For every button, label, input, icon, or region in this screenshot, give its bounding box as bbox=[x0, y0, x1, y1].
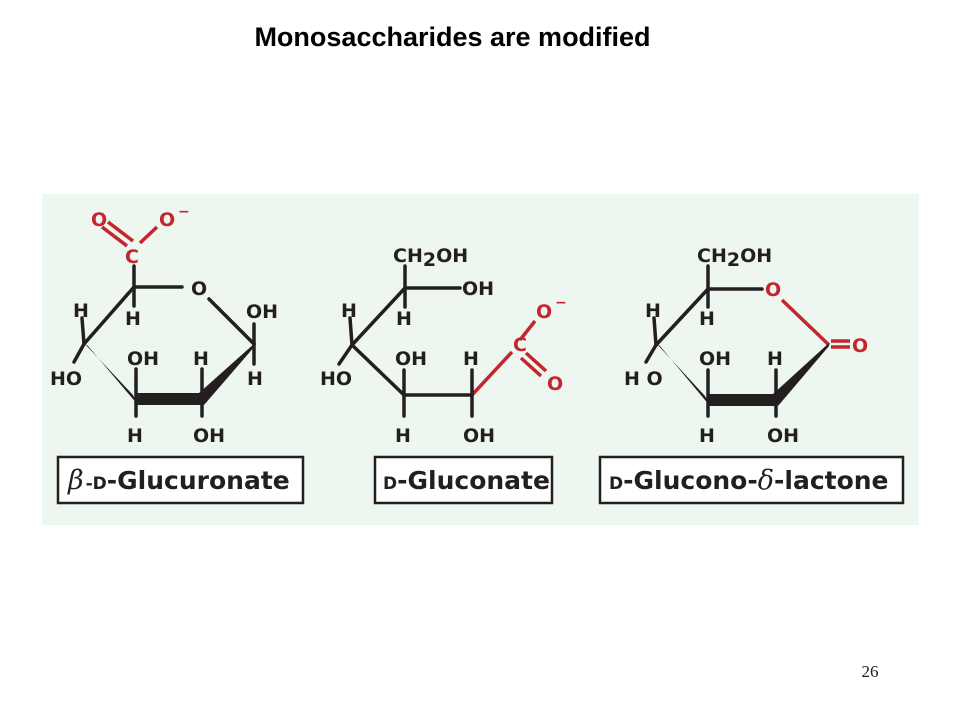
carboxyl-oxygen: O bbox=[547, 373, 563, 395]
c5-hydrogen: H bbox=[125, 308, 141, 330]
negative-charge: − bbox=[178, 204, 190, 220]
carbonyl-oxygen: O bbox=[852, 335, 868, 357]
carboxyl-oxygen: O bbox=[91, 209, 107, 231]
c4-hydrogen: H bbox=[645, 300, 661, 322]
c2-hydrogen: H bbox=[767, 348, 783, 370]
ring-oxygen: O bbox=[191, 278, 207, 300]
slide-title: Monosaccharides are modified bbox=[254, 22, 651, 52]
c4-hydroxyl: H O bbox=[624, 368, 663, 390]
c2-hydrogen: H bbox=[193, 348, 209, 370]
c5-hydrogen: H bbox=[699, 308, 715, 330]
ch2oh-group: CH2OH bbox=[393, 245, 468, 271]
carboxylate-oxygen: O bbox=[159, 209, 175, 231]
c2-hydroxyl: OH bbox=[193, 425, 225, 447]
c4-hydrogen: H bbox=[341, 300, 357, 322]
c1-hydroxyl: OH bbox=[246, 301, 278, 323]
carboxyl-carbon: C bbox=[513, 334, 527, 356]
ring-oxygen: O bbox=[765, 279, 781, 301]
figure-panel: O O − C O H H HO OH H H OH OH H bbox=[42, 194, 919, 525]
c4-hydrogen: H bbox=[73, 300, 89, 322]
label-gluconolactone: D-Glucono-δ-lactone bbox=[598, 455, 905, 505]
ch2oh-group: CH2OH bbox=[697, 245, 772, 271]
molecule-gluconolactone: CH2OH O O H H H O OH H H OH bbox=[624, 245, 868, 447]
c5-hydrogen: H bbox=[396, 308, 412, 330]
c2-hydroxyl: OH bbox=[463, 425, 495, 447]
c3-hydrogen: H bbox=[127, 425, 143, 447]
c2-hydroxyl: OH bbox=[767, 425, 799, 447]
c3-hydroxyl: OH bbox=[127, 348, 159, 370]
label-gluconate-text: D-Gluconate bbox=[383, 466, 550, 495]
molecule-glucuronate: O O − C O H H HO OH H H OH OH H bbox=[50, 204, 278, 447]
c5-hydroxyl: OH bbox=[462, 278, 494, 300]
page-number: 26 bbox=[861, 662, 879, 681]
c3-hydrogen: H bbox=[395, 425, 411, 447]
label-glucuronate-text: β-D-Glucuronate bbox=[67, 465, 290, 496]
negative-charge: − bbox=[555, 295, 567, 311]
c4-hydroxyl: HO bbox=[50, 368, 82, 390]
molecule-gluconate: CH2OH OH H H HO OH H H OH C O − O bbox=[320, 245, 567, 447]
c4-hydroxyl: HO bbox=[320, 368, 352, 390]
c1-hydrogen: H bbox=[247, 368, 263, 390]
label-gluconolactone-text: D-Glucono-δ-lactone bbox=[609, 465, 889, 496]
c2-hydrogen: H bbox=[463, 348, 479, 370]
carboxylate-oxygen: O bbox=[536, 301, 552, 323]
carboxyl-carbon: C bbox=[125, 246, 139, 268]
structures-figure: O O − C O H H HO OH H H OH OH H bbox=[50, 204, 905, 505]
label-gluconate: D-Gluconate bbox=[373, 455, 554, 505]
label-glucuronate: β-D-Glucuronate bbox=[56, 455, 305, 505]
c3-hydrogen: H bbox=[699, 425, 715, 447]
c3-hydroxyl: OH bbox=[699, 348, 731, 370]
c3-hydroxyl: OH bbox=[395, 348, 427, 370]
